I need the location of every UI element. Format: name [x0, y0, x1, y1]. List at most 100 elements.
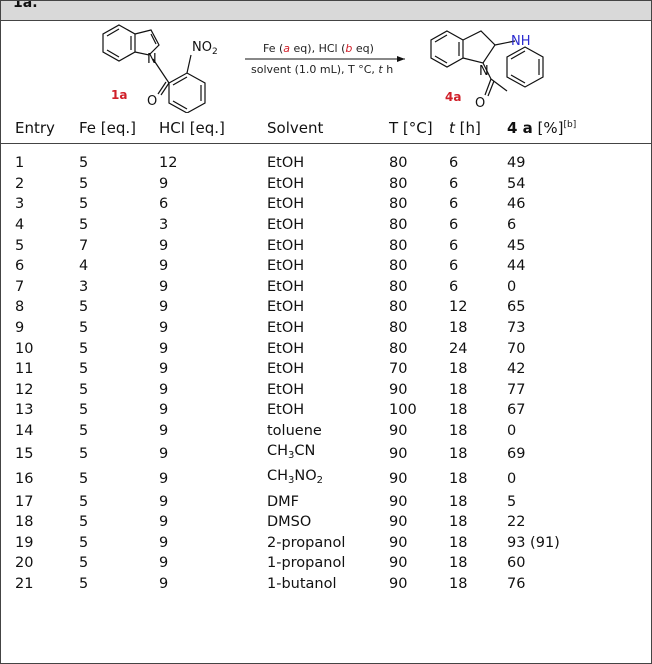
cell-yield: 65 — [507, 299, 526, 316]
cell-time: 12 — [449, 299, 468, 316]
cell-fe: 5 — [79, 340, 89, 357]
cell-time: 18 — [449, 514, 468, 531]
table-header-row: Entry Fe [eq.] HCl [eq.] Solvent T [°C] … — [1, 113, 651, 144]
cell-entry: 9 — [15, 320, 25, 337]
cell-fe: 5 — [79, 555, 89, 572]
cell-yield: 42 — [507, 361, 526, 378]
cell-fe: 5 — [79, 534, 89, 551]
cell-fe: 5 — [79, 402, 89, 419]
cell-temp: 80 — [389, 175, 408, 192]
cell-time: 6 — [449, 217, 459, 234]
cell-solvent: CH3NO2 — [267, 468, 324, 487]
table-title-bar: 1a. — [1, 1, 651, 21]
cell-yield: 69 — [507, 445, 526, 462]
cell-hcl: 9 — [159, 514, 169, 531]
cell-yield: 45 — [507, 237, 526, 254]
cell-yield: 77 — [507, 381, 526, 398]
cell-fe: 5 — [79, 514, 89, 531]
cell-solvent: EtOH — [267, 175, 305, 192]
cell-solvent: EtOH — [267, 320, 305, 337]
product-compound-label: 4a — [445, 90, 461, 104]
header-solvent: Solvent — [267, 119, 324, 137]
cell-yield: 5 — [507, 493, 517, 510]
cell-hcl: 9 — [159, 320, 169, 337]
cell-hcl: 9 — [159, 493, 169, 510]
cell-entry: 10 — [15, 340, 34, 357]
cell-temp: 90 — [389, 381, 408, 398]
cell-fe: 5 — [79, 217, 89, 234]
conditions-line-2: solvent (1.0 mL), T °C, t h — [251, 63, 393, 76]
cell-fe: 5 — [79, 155, 89, 172]
cell-temp: 90 — [389, 445, 408, 462]
cell-hcl: 9 — [159, 470, 169, 487]
cell-entry: 3 — [15, 196, 25, 213]
cell-time: 18 — [449, 402, 468, 419]
cell-fe: 4 — [79, 258, 89, 275]
cell-temp: 90 — [389, 423, 408, 440]
header-hcl: HCl [eq.] — [159, 119, 225, 137]
cell-hcl: 9 — [159, 299, 169, 316]
no2-label: NO2 — [192, 40, 218, 57]
cell-entry: 17 — [15, 493, 34, 510]
cell-entry: 8 — [15, 299, 25, 316]
cell-fe: 5 — [79, 175, 89, 192]
cell-solvent: EtOH — [267, 278, 305, 295]
cell-solvent: DMSO — [267, 514, 312, 531]
reaction-scheme: N O NO2 1a Fe (a eq), HCl (b eq) solvent… — [1, 21, 651, 113]
cell-temp: 80 — [389, 155, 408, 172]
header-temperature: T [°C] — [389, 119, 433, 137]
cell-time: 18 — [449, 493, 468, 510]
cell-time: 24 — [449, 340, 468, 357]
cell-hcl: 6 — [159, 196, 169, 213]
cell-yield: 76 — [507, 575, 526, 592]
cell-yield: 60 — [507, 555, 526, 572]
panel-label: 1a. — [13, 0, 38, 11]
cell-entry: 16 — [15, 470, 34, 487]
cell-time: 6 — [449, 196, 459, 213]
cell-fe: 5 — [79, 470, 89, 487]
cell-entry: 20 — [15, 555, 34, 572]
cell-solvent: toluene — [267, 423, 322, 440]
cell-entry: 1 — [15, 155, 25, 172]
cell-hcl: 12 — [159, 155, 178, 172]
cell-fe: 3 — [79, 278, 89, 295]
cell-yield: 44 — [507, 258, 526, 275]
cell-entry: 12 — [15, 381, 34, 398]
cell-time: 18 — [449, 361, 468, 378]
start-compound-label: 1a — [111, 88, 127, 102]
optimization-table: Entry Fe [eq.] HCl [eq.] Solvent T [°C] … — [1, 113, 651, 594]
header-entry: Entry — [15, 119, 55, 137]
cell-temp: 90 — [389, 555, 408, 572]
reaction-scheme-svg: N O NO2 1a Fe (a eq), HCl (b eq) solvent… — [102, 24, 544, 113]
cell-temp: 80 — [389, 340, 408, 357]
cell-hcl: 9 — [159, 381, 169, 398]
cell-time: 18 — [449, 381, 468, 398]
cell-entry: 21 — [15, 575, 34, 592]
cell-temp: 90 — [389, 514, 408, 531]
cell-solvent: EtOH — [267, 237, 305, 254]
cell-fe: 5 — [79, 381, 89, 398]
cell-solvent: EtOH — [267, 361, 305, 378]
cell-solvent: 1-butanol — [267, 575, 337, 592]
cell-time: 18 — [449, 445, 468, 462]
cell-hcl: 9 — [159, 402, 169, 419]
cell-solvent: EtOH — [267, 155, 305, 172]
cell-entry: 2 — [15, 175, 25, 192]
cell-yield: 49 — [507, 155, 526, 172]
cell-hcl: 9 — [159, 534, 169, 551]
product-o-atom-label: O — [475, 96, 485, 111]
cell-yield: 54 — [507, 175, 526, 192]
cell-entry: 18 — [15, 514, 34, 531]
